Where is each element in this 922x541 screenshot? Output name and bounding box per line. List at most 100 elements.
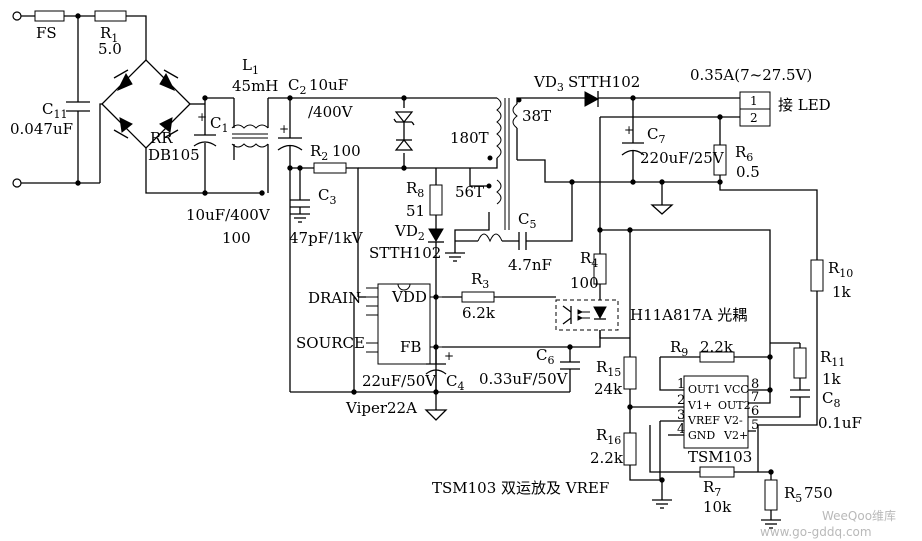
resistor-r8 <box>429 184 443 216</box>
tsm-pin-2: 2 <box>677 393 685 408</box>
transformer-t1 <box>486 97 522 230</box>
label-c3-ref: C3 <box>318 186 336 207</box>
label-r15-value: 24k <box>594 380 623 398</box>
watermark-url: www.go-gddq.com <box>760 525 872 539</box>
tsm-name-v2plus: V2+ <box>723 429 748 442</box>
inductor-l1 <box>231 98 269 193</box>
label-pin-drain: DRAIN <box>308 289 361 307</box>
label-c2-voltage: /400V <box>308 103 354 121</box>
resistor-r15 <box>623 356 637 390</box>
diode-vd3 <box>584 91 600 107</box>
optocoupler-h11a817a <box>555 299 619 331</box>
label-pin-vdd: VDD <box>391 288 427 306</box>
label-r9-value: 2.2k <box>700 338 734 356</box>
label-c4-value: 22uF/50V <box>362 372 437 390</box>
label-output-led: 接 LED <box>778 96 831 114</box>
tsm-pin-5: 5 <box>751 418 759 433</box>
tsm-name-v1plus: V1+ <box>687 399 712 412</box>
capacitor-c2 <box>277 137 303 151</box>
tsm-name-vref: VREF <box>687 414 720 427</box>
label-r5-ref: R5 <box>784 484 802 505</box>
tsm-pin-4: 4 <box>677 422 685 437</box>
label-c2-ref: C2 <box>288 76 306 97</box>
plus-c4: + <box>444 349 454 363</box>
watermark-brand: WeeQoo维库 <box>822 508 896 523</box>
label-c7-value: 220uF/25V <box>640 149 725 167</box>
label-r6-value: 0.5 <box>736 163 760 181</box>
capacitor-c1 <box>193 134 217 147</box>
resistor-r1 <box>94 10 127 22</box>
label-r2-value: 100 <box>332 142 361 160</box>
ground-symbol-viper <box>424 409 448 421</box>
resistor-r10 <box>810 259 824 292</box>
output-connector[interactable] <box>739 91 771 127</box>
ground-symbol-c7 <box>650 204 674 215</box>
plus-c7: + <box>624 123 634 137</box>
label-output-spec: 0.35A(7~27.5V) <box>690 66 812 84</box>
capacitor-c5 <box>518 232 527 250</box>
label-fs: FS <box>36 24 57 42</box>
label-c2-value: 10uF <box>309 76 348 94</box>
tsm-name-gnd: GND <box>688 429 715 442</box>
label-c6-ref: C6 <box>536 346 554 367</box>
label-viper-part: Viper22A <box>345 399 417 417</box>
label-r11-ref: R11 <box>820 348 845 369</box>
label-r1-ref: R1 <box>100 24 118 45</box>
label-vd3-ref: VD3 <box>533 73 564 94</box>
label-r10-value: 1k <box>832 283 852 301</box>
label-c5-ref: C5 <box>518 210 536 231</box>
label-bridge-ref: RR <box>150 129 173 147</box>
label-c3-value: 47pF/1kV <box>289 229 364 247</box>
tsm-pin-1: 1 <box>677 377 685 392</box>
label-c11-ref: C11 <box>42 100 67 121</box>
tsm-name-v2minus: V2- <box>723 414 743 427</box>
resistor-r7 <box>699 466 735 478</box>
label-c5-value: 4.7nF <box>508 256 552 274</box>
ground-symbol-r5 <box>761 519 781 529</box>
ground-symbol-c3 <box>290 213 310 223</box>
tsm-name-out2: OUT2 <box>718 399 751 412</box>
capacitor-c6 <box>560 361 580 370</box>
capacitor-c3 <box>290 199 310 208</box>
label-r7-value: 10k <box>703 498 732 516</box>
ic-tsm103 <box>683 375 749 449</box>
label-bridge-part: DB105 <box>148 146 200 164</box>
tsm-pin-7: 7 <box>751 390 759 405</box>
resistor-r3 <box>461 291 495 303</box>
label-c4-ref: C4 <box>446 372 464 393</box>
label-c1-value: 10uF/400V <box>186 206 271 224</box>
tsm-name-vcc: VCC <box>723 383 749 396</box>
label-r3-value: 6.2k <box>462 304 496 322</box>
diode-vd2 <box>428 228 444 243</box>
label-r16-ref: R16 <box>596 426 621 447</box>
label-optocoupler: H11A817A 光耦 <box>630 306 747 324</box>
label-l1-value: 45mH <box>232 77 278 95</box>
label-vd2-part: STTH102 <box>369 244 441 262</box>
label-r3-ref: R3 <box>471 270 489 291</box>
capacitor-c8 <box>790 389 810 398</box>
label-primary-turns: 180T <box>450 129 489 147</box>
label-pin-source: SOURCE <box>296 334 365 352</box>
label-vd2-ref: VD2 <box>394 222 425 243</box>
plus-c1: + <box>197 110 207 124</box>
label-c6-value: 0.33uF/50V <box>479 370 569 388</box>
label-r15-ref: R15 <box>596 358 621 379</box>
label-c1-ref: C1 <box>210 114 228 135</box>
label-r11-value: 1k <box>822 370 842 388</box>
label-output-pin2: 2 <box>750 111 758 125</box>
label-c7-ref: C7 <box>647 125 665 146</box>
label-r2-ref: R2 <box>310 142 328 163</box>
label-secondary-turns: 38T <box>522 107 551 125</box>
label-r8-value: 51 <box>406 202 425 220</box>
label-r16-value: 2.2k <box>590 449 624 467</box>
tsm-name-out1: OUT1 <box>688 383 721 396</box>
tsm-pin-3: 3 <box>677 408 685 423</box>
bridge-rectifier-db105 <box>101 59 191 149</box>
label-tsm103-part: TSM103 <box>688 448 752 466</box>
label-aux-turns: 56T <box>455 183 484 201</box>
label-r9-ref: R9 <box>670 338 688 359</box>
label-pin-fb: FB <box>400 338 421 356</box>
label-r4-ref: R4 <box>580 249 598 270</box>
label-r5-value: 750 <box>804 484 833 502</box>
